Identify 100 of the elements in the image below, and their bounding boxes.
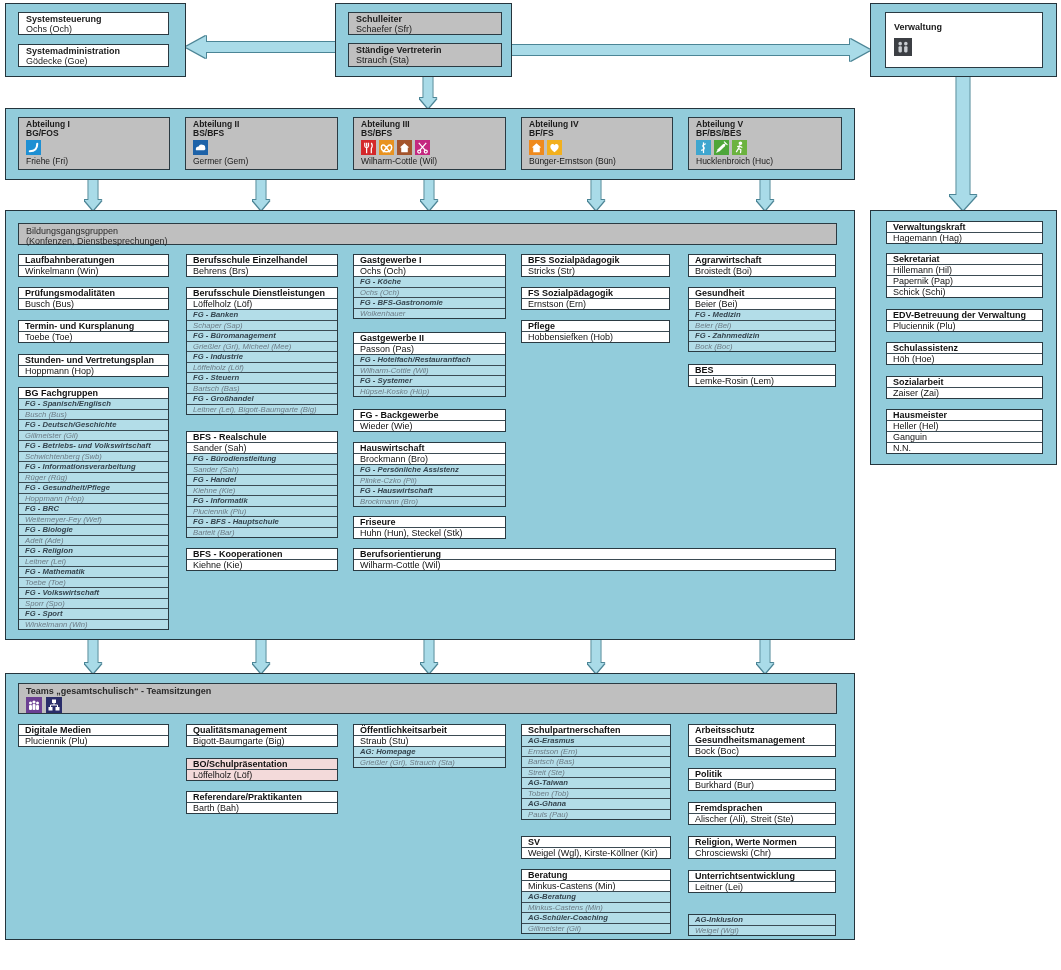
subgroup-block (19, 461, 168, 482)
department-code: BS/BFS (193, 128, 225, 138)
role-title: Systemsteuerung (26, 14, 102, 24)
group-title: Termin- und Kursplanung (25, 321, 135, 331)
department-card (185, 117, 338, 170)
group-table (353, 548, 836, 571)
person-name: Zaiser (Zai) (893, 388, 939, 398)
group-table (521, 724, 671, 820)
section-panel (870, 3, 1057, 77)
block-arrow (419, 77, 437, 108)
group-title: Sekretariat (893, 254, 940, 264)
section-panel (5, 3, 186, 77)
person-name: Schaefer (Sfr) (356, 24, 413, 34)
person-name: Hucklenbroich (Huc) (696, 156, 773, 166)
department-code: BF/BS/BES (696, 128, 742, 138)
group-table (186, 287, 338, 415)
group-table (353, 332, 506, 397)
subgroup-block (19, 545, 168, 566)
group-title: BG Fachgruppen (25, 388, 98, 398)
group-title: Religion, Werte Normen (695, 837, 797, 847)
section-panel (5, 108, 855, 180)
group-title: Agrarwirtschaft (695, 255, 762, 265)
group-table (186, 254, 338, 277)
group-title: Laufbahnberatungen (25, 255, 115, 265)
group-title: Prüfungsmodalitäten (25, 288, 115, 298)
subgroup-block (187, 351, 337, 372)
person-name: Löffelholz (Löf) (193, 770, 253, 780)
group-table (353, 724, 506, 768)
subgroup-block (187, 495, 337, 516)
subgroup-block (689, 309, 835, 330)
person-name: Heller (Hel) (893, 421, 939, 431)
person-name: Ganguin (893, 432, 928, 442)
person-name: Ochs (Och) (360, 266, 406, 276)
group-title: Berufsorientierung (360, 549, 441, 559)
department-code: BF/FS (529, 128, 554, 138)
department-card (353, 117, 506, 170)
group-table (353, 409, 506, 432)
group-table (886, 253, 1043, 298)
group-title: Schulassistenz (893, 343, 959, 353)
group-title: SV (528, 837, 540, 847)
person-name: Huhn (Hun), Steckel (Stk) (360, 528, 463, 538)
group-title: Stunden- und Vertretungsplan (25, 355, 154, 365)
subgroup-block (19, 608, 168, 629)
subgroup-block (522, 777, 670, 798)
department-card (18, 117, 170, 170)
subgroup-block (187, 393, 337, 414)
group-title: Qualitätsmanagement (193, 725, 288, 735)
group-title: Pflege (528, 321, 555, 331)
group-table (688, 836, 836, 859)
group-table (688, 768, 836, 791)
group-table (186, 791, 338, 814)
person-name: Wieder (Wie) (360, 421, 413, 431)
subgroup-block (187, 372, 337, 393)
person-name: Lemke-Rosin (Lem) (695, 376, 775, 386)
person-name: Germer (Gem) (193, 156, 249, 166)
group-title: Fremdsprachen (695, 803, 763, 813)
subgroup-block (354, 276, 505, 297)
person-name: Hagemann (Hag) (893, 233, 963, 243)
person-name: Brockmann (Bro) (360, 454, 429, 464)
section-subtitle: (Konfenzen, Dienstbesprechungen) (26, 236, 168, 246)
group-title: Sozialarbeit (893, 377, 944, 387)
block-arrow (949, 77, 977, 210)
section-title: Verwaltung (894, 22, 942, 32)
group-table (886, 221, 1043, 244)
section-title: Teams „gesamtschulisch“ - Teamsitzungen (26, 686, 212, 696)
block-arrow (512, 39, 870, 61)
section-panel (870, 210, 1057, 465)
subgroup-block (187, 330, 337, 351)
department-title: Abteilung V (696, 119, 744, 129)
person-name: Bünger-Ernstson (Bün) (529, 156, 616, 166)
block-arrow (756, 640, 774, 673)
subgroup-block (354, 354, 505, 375)
subgroup-block (522, 798, 670, 819)
person-name: Passon (Pas) (360, 344, 415, 354)
group-table (688, 364, 836, 387)
group-title: Gastgewerbe II (360, 333, 425, 343)
group-table (18, 287, 169, 310)
role-title: Systemadministration (26, 46, 121, 56)
group-title: BFS - Kooperationen (193, 549, 283, 559)
person-name: Ochs (Och) (26, 24, 72, 34)
person-name: Pluciennik (Plu) (25, 736, 88, 746)
subgroup-block (688, 914, 836, 936)
subgroup-block (19, 587, 168, 608)
subgroup-block (522, 912, 670, 933)
person-name: Weigel (Wgl), Kirste-Köllner (Kir) (528, 848, 658, 858)
subgroup-block (19, 503, 168, 524)
person-name: Hobbensiefken (Hob) (528, 332, 614, 342)
block-arrow (756, 180, 774, 210)
subgroup-block (354, 464, 505, 485)
group-table (886, 409, 1043, 454)
group-table (521, 320, 670, 343)
person-name: Höh (Hoe) (893, 354, 935, 364)
group-title: BO/Schulpräsentation (193, 759, 288, 769)
header-bar (18, 223, 837, 245)
department-title: Abteilung I (26, 119, 70, 129)
subgroup-block (354, 297, 505, 318)
group-table (18, 387, 169, 630)
group-title: BES (695, 365, 714, 375)
group-title: Hauswirtschaft (360, 443, 425, 453)
group-title: Beratung (528, 870, 568, 880)
